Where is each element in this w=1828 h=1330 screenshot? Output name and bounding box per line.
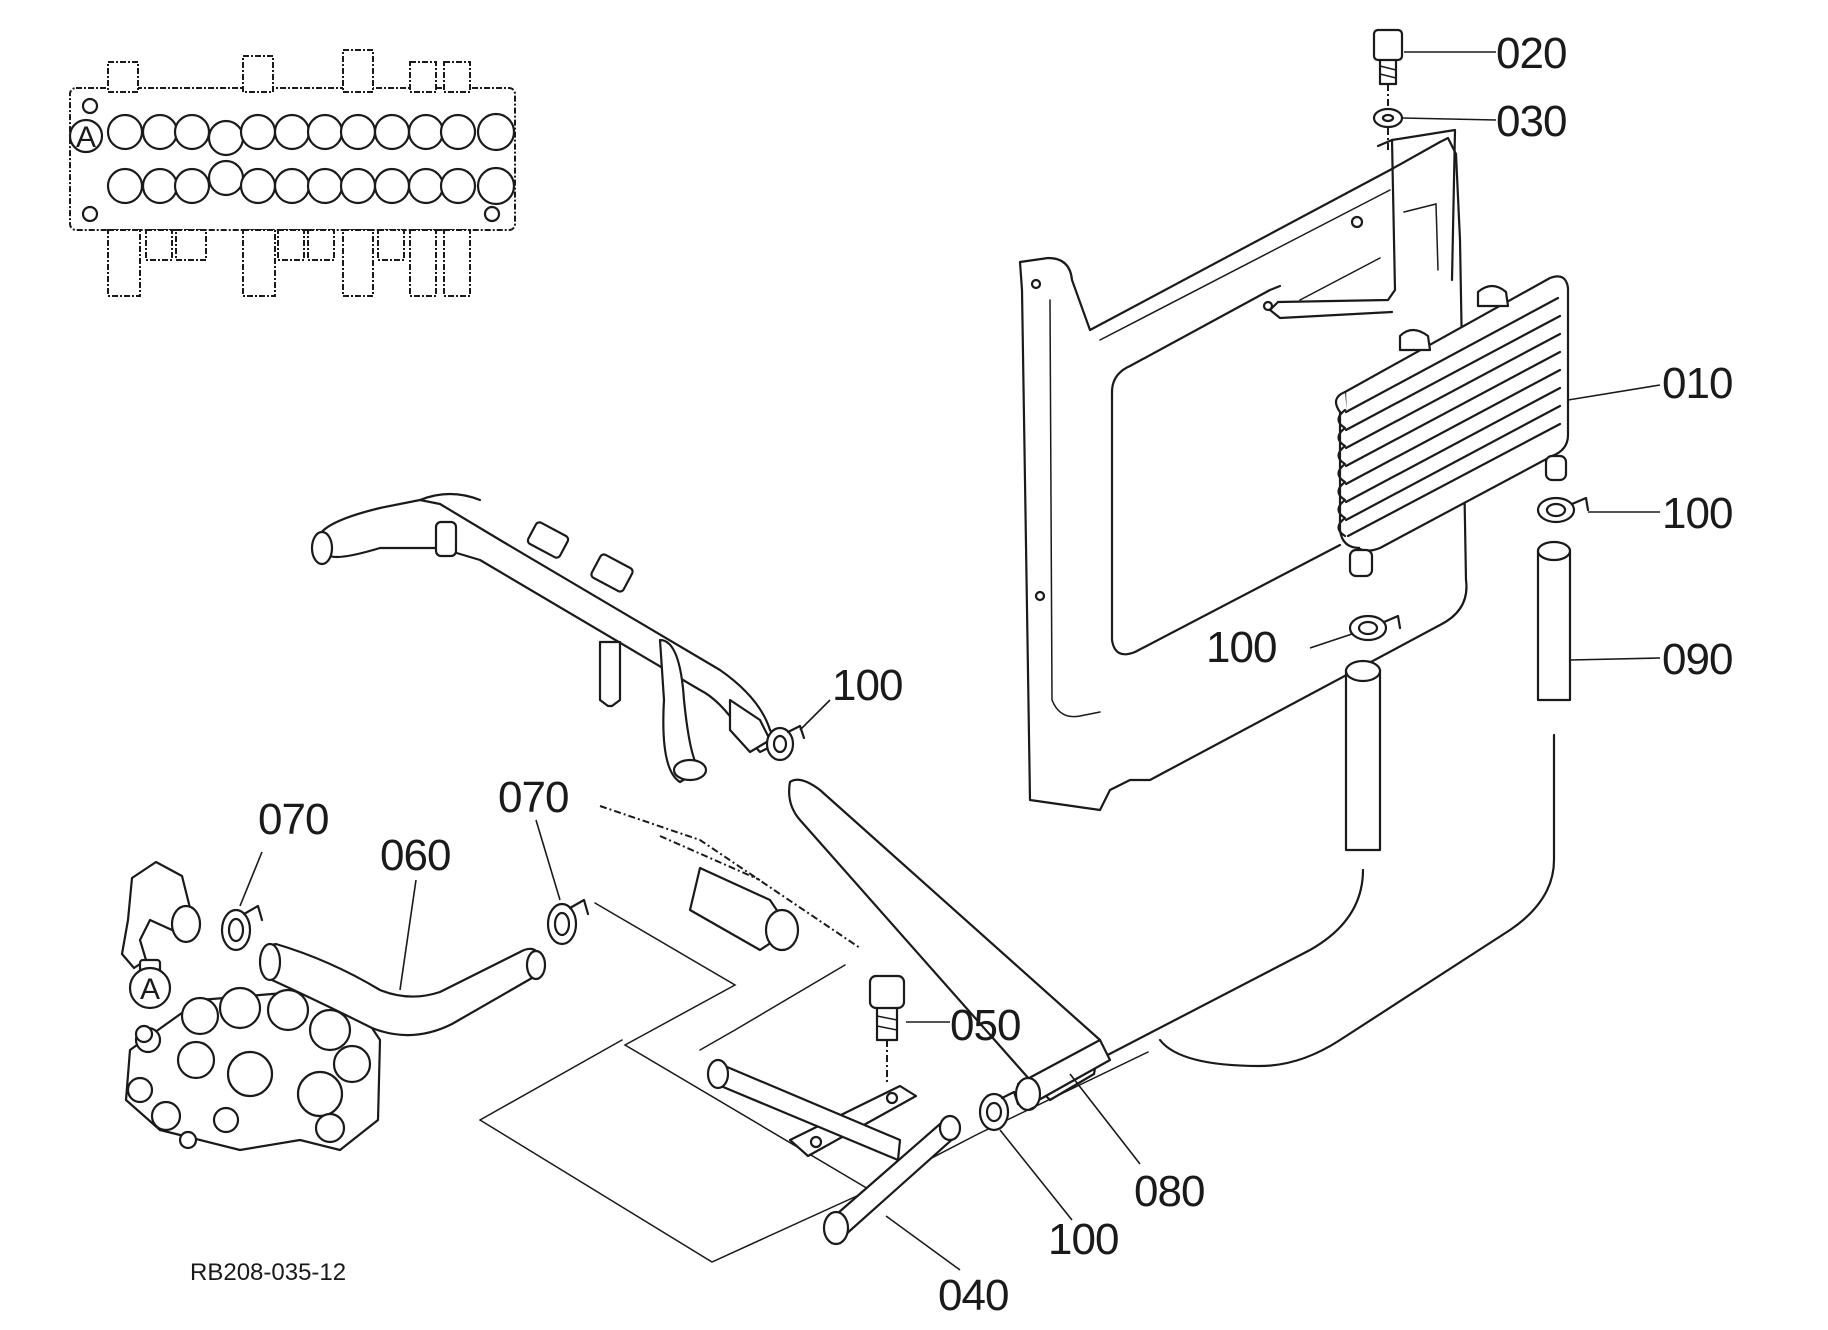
hose-090 <box>1158 540 1572 1068</box>
hose-080 <box>788 778 1112 1112</box>
detail-marker-circle <box>128 966 172 1010</box>
callout-060: 060 <box>380 831 450 880</box>
callout-010: 010 <box>1662 359 1732 408</box>
callout-090: 090 <box>1662 635 1732 684</box>
callout-100-pipe: 100 <box>832 661 902 710</box>
callout-100-radiator-right: 100 <box>1662 489 1732 538</box>
hose-clamp-070-left <box>220 904 264 952</box>
callout-070-left: 070 <box>258 795 328 844</box>
callout-020: 020 <box>1496 29 1566 78</box>
valve-detail-inset: A <box>68 49 516 297</box>
detail-marker: A <box>140 973 160 1006</box>
hose-clamp-100-pipe <box>765 724 806 762</box>
hose-clamp-100-bottom <box>978 1090 1020 1132</box>
callout-030: 030 <box>1496 97 1566 146</box>
pipe-040 <box>706 1058 962 1246</box>
bolt-020 <box>1372 28 1404 86</box>
hose-left-cooler <box>1096 659 1382 1062</box>
leader-lines <box>239 51 1661 1271</box>
detail-marker-inset: A <box>76 121 96 154</box>
hose-clamp-100-radiator-right <box>1536 496 1590 524</box>
hose-fitting <box>688 866 800 952</box>
hose-060 <box>258 942 547 1037</box>
oil-cooler-010 <box>1334 275 1570 578</box>
elbow-fitting <box>120 860 202 982</box>
detail-marker-circle-inset <box>68 118 104 154</box>
washer-030 <box>1372 107 1404 129</box>
control-valve <box>124 986 382 1152</box>
bolt-050 <box>868 974 906 1084</box>
callout-040: 040 <box>938 1271 1008 1320</box>
radiator-shroud <box>1018 128 1468 812</box>
return-manifold-pipe <box>310 492 782 784</box>
callout-070-right: 070 <box>498 773 568 822</box>
callout-050: 050 <box>950 1001 1020 1050</box>
hose-clamp-070-right <box>546 898 590 946</box>
callout-100-bottom: 100 <box>1048 1215 1118 1264</box>
callout-080: 080 <box>1134 1167 1204 1216</box>
callout-100-radiator-left: 100 <box>1206 623 1276 672</box>
drawing-code: RB208-035-12 <box>190 1259 346 1286</box>
hose-clamp-100-radiator-left <box>1348 614 1402 642</box>
